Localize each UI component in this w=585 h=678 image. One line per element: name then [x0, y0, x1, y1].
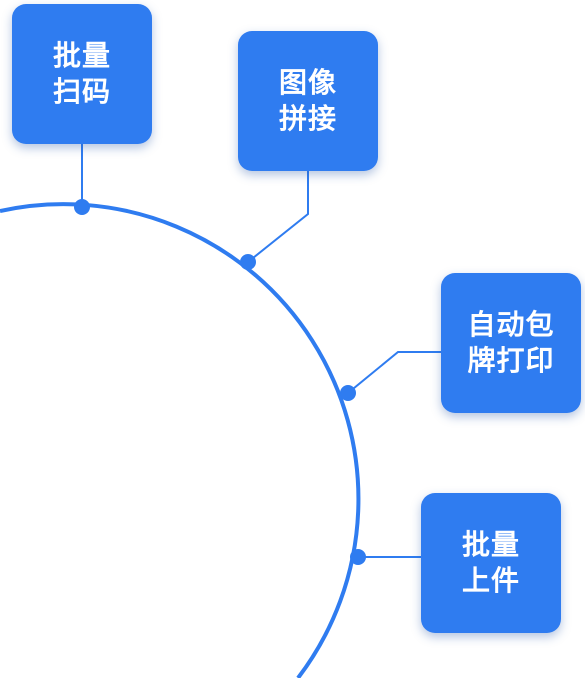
feature-card-image-stitch[interactable]: 图像 拼接: [238, 31, 378, 171]
node-image-stitch: [240, 254, 256, 270]
connector-auto-print: [347, 351, 441, 394]
feature-card-batch-upload[interactable]: 批量 上件: [421, 493, 561, 633]
feature-label-line: 自动包: [467, 308, 555, 341]
node-auto-print: [340, 385, 356, 401]
connector-image-stitch: [247, 171, 309, 263]
feature-label-line: 图像: [278, 66, 337, 99]
feature-card-batch-scan[interactable]: 批量 扫码: [12, 4, 152, 144]
node-batch-scan: [74, 199, 90, 215]
feature-label-line: 批量: [461, 528, 520, 561]
feature-label-line: 拼接: [278, 102, 337, 135]
feature-label-line: 牌打印: [467, 344, 555, 377]
node-batch-upload: [350, 549, 366, 565]
feature-label-line: 扫码: [52, 75, 111, 108]
timeline-arc: [0, 202, 361, 678]
feature-label-line: 上件: [461, 564, 520, 597]
feature-label-line: 批量: [52, 39, 111, 72]
feature-card-auto-print[interactable]: 自动包 牌打印: [441, 273, 581, 413]
